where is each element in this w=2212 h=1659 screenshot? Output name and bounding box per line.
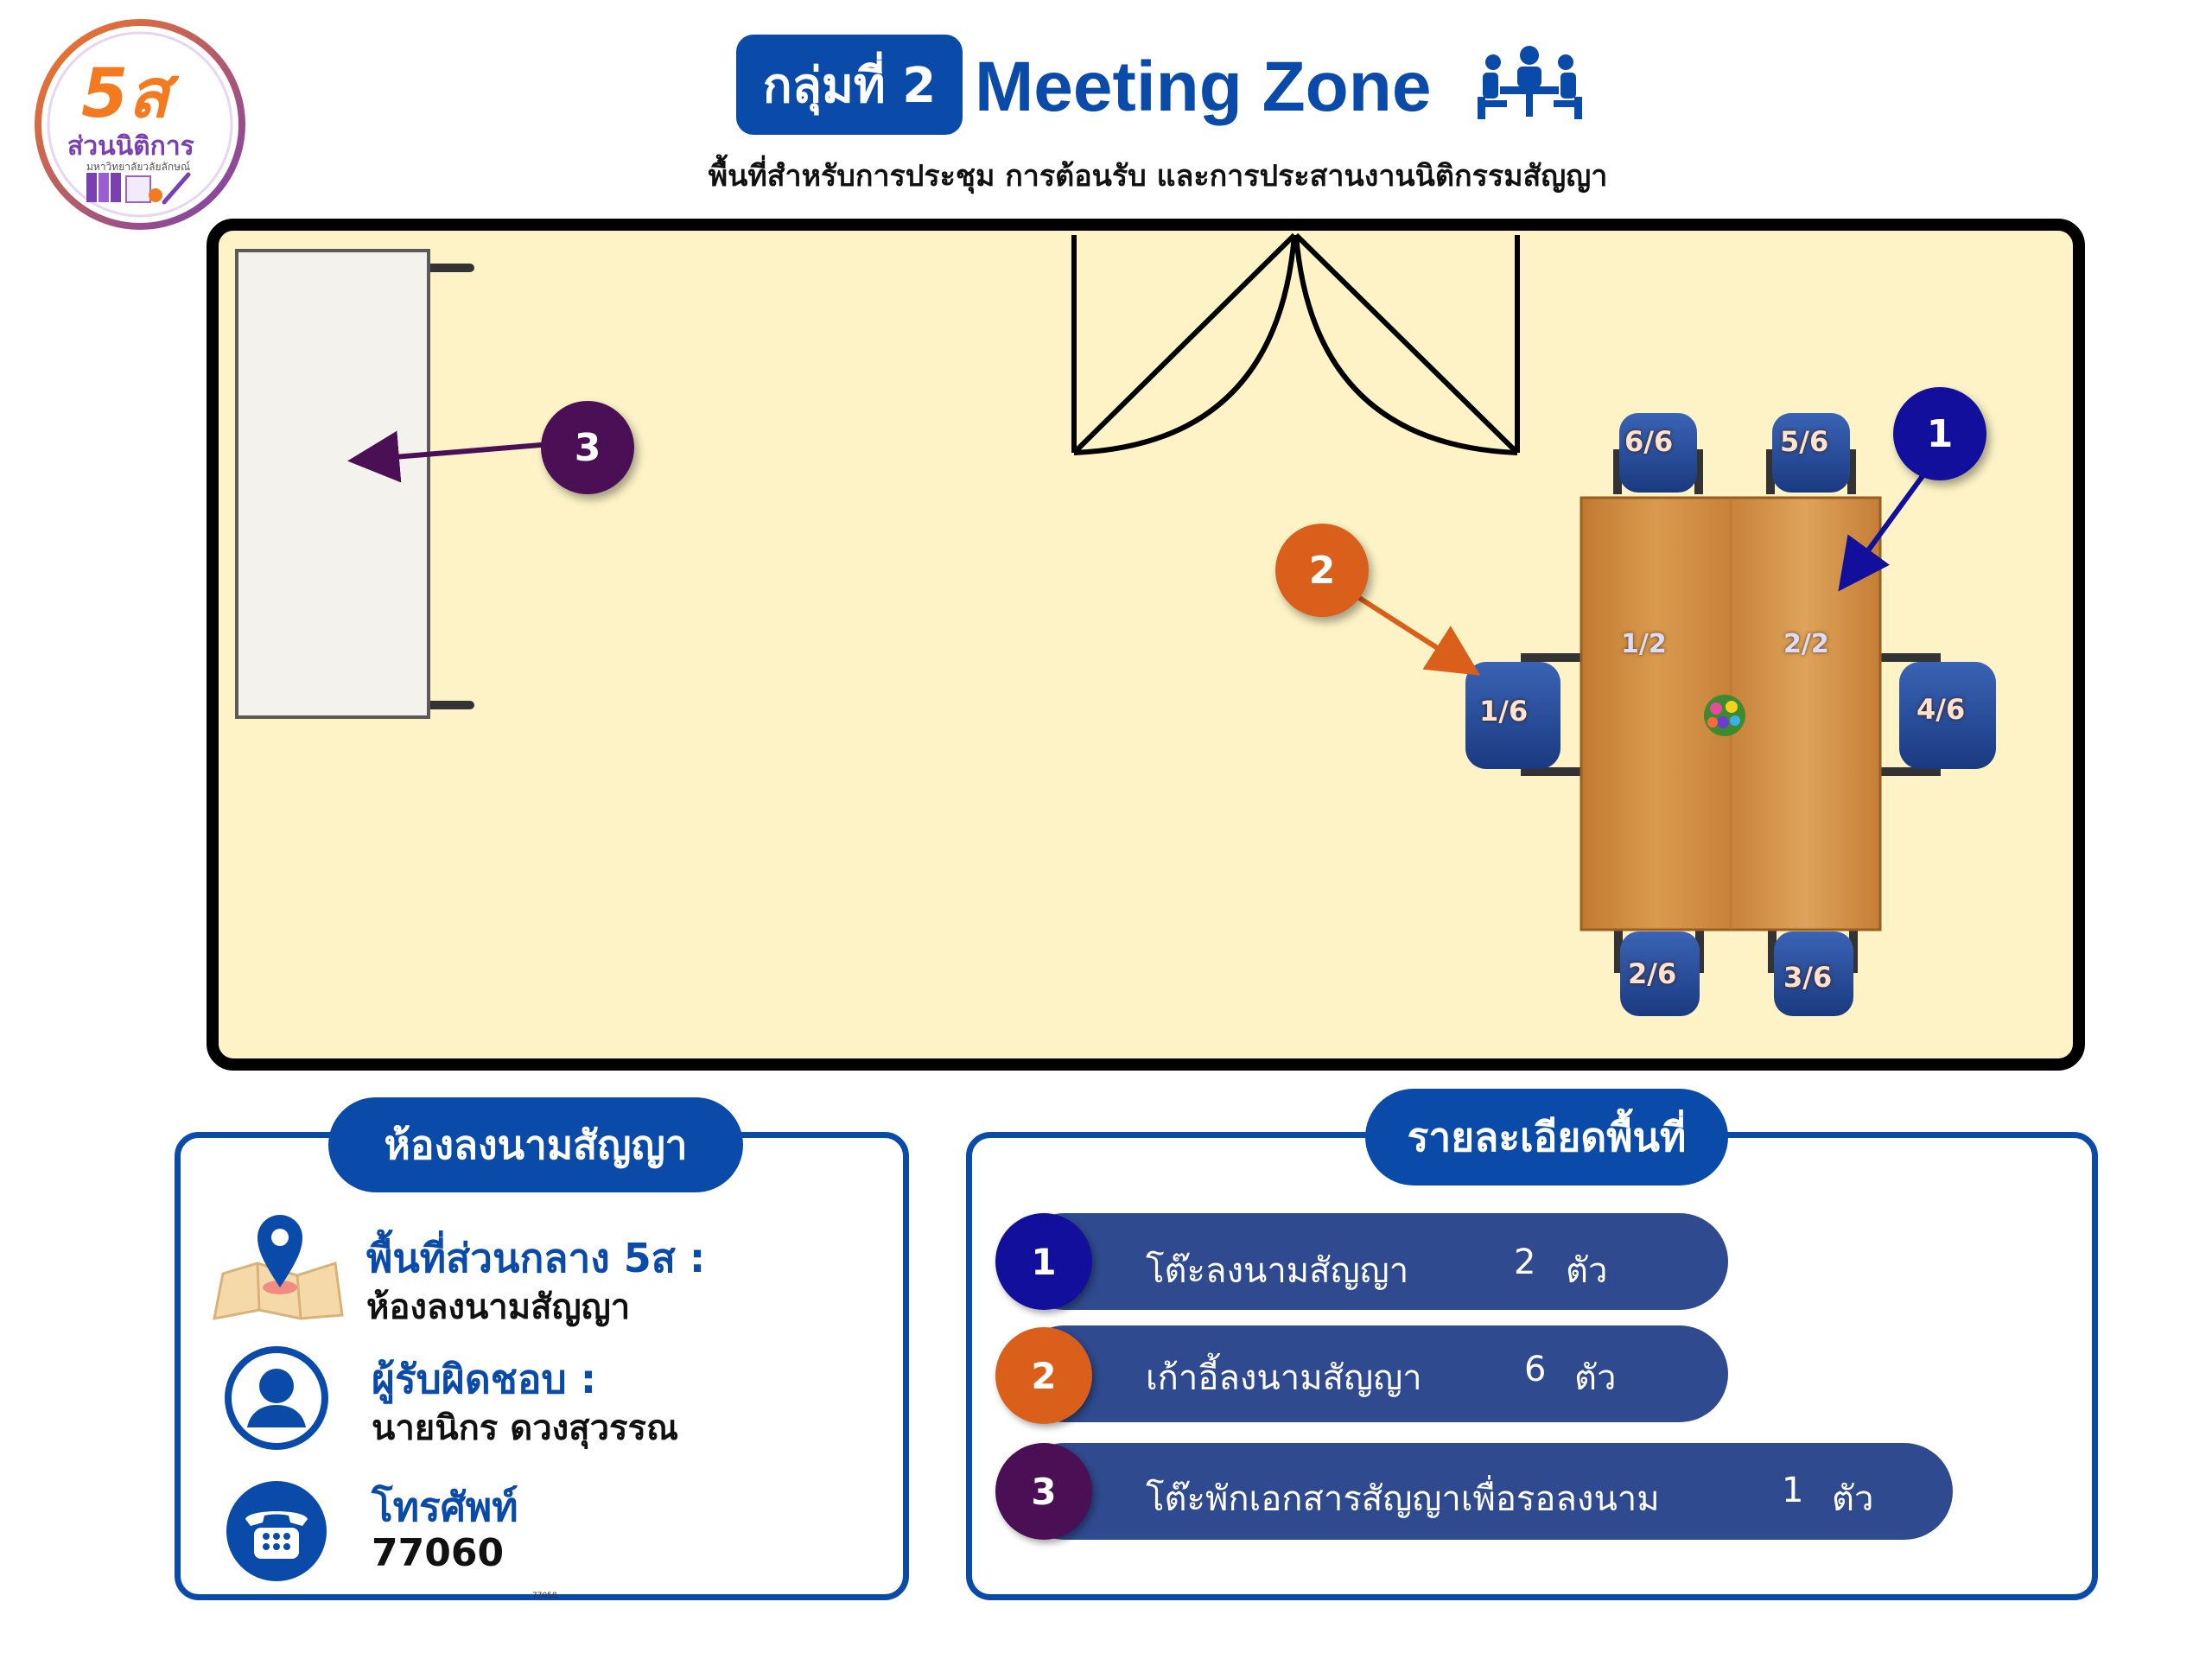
detail-item-3-unit: ตัว (1832, 1479, 1874, 1519)
detail-item-2-count: 6 (1524, 1350, 1547, 1389)
double-door (1071, 232, 1520, 455)
detail-item-1-number: 1 (995, 1213, 1092, 1310)
detail-item-3: โต๊ะพักเอกสารสัญญาเพื่อรอลงนาม 1 ตัว (1016, 1443, 1953, 1540)
phone-value: 77060 (372, 1531, 505, 1575)
document-table (235, 249, 474, 719)
area-details-title: รายละเอียดพื้นที่ (1365, 1089, 1728, 1185)
logo: 5ส ส่วนนิติการ มหาวิทยาลัยวลัยลักษณ์ (33, 17, 247, 232)
location-heading: พื้นที่ส่วนกลาง 5ส : (366, 1235, 706, 1281)
user-icon (223, 1344, 330, 1452)
chair-2-6 (1614, 930, 1704, 1016)
zone-title: Meeting Zone (975, 48, 1432, 126)
detail-item-1: โต๊ะลงนามสัญญา 2 ตัว (1016, 1213, 1728, 1310)
callout-2: 2 (1275, 524, 1369, 617)
chair-label-1-6: 1/6 (1479, 695, 1529, 728)
logo-big-text: 5ส (81, 55, 169, 133)
chair-3-6 (1768, 930, 1858, 1016)
detail-item-2-unit: ตัว (1574, 1358, 1617, 1398)
location-value: ห้องลงนามสัญญา (366, 1287, 631, 1327)
logo-name: ส่วนนิติการ (67, 131, 194, 162)
map-pin-icon (211, 1208, 347, 1320)
chair-4-6 (1880, 653, 1996, 776)
chair-6-6 (1613, 413, 1703, 494)
callout-1: 1 (1893, 387, 1986, 480)
chair-label-3-6: 3/6 (1783, 961, 1833, 994)
detail-item-2: เก้าอี้ลงนามสัญญา 6 ตัว (1016, 1325, 1728, 1422)
group-label: กลุ่มที่ 2 (736, 35, 963, 135)
table-label-2-2: 2/2 (1783, 629, 1829, 659)
detail-item-3-number: 3 (995, 1443, 1092, 1540)
meeting-icon (1474, 43, 1586, 123)
room-info-title: ห้องลงนามสัญญา (328, 1097, 743, 1192)
chair-5-6 (1766, 413, 1856, 494)
chair-label-5-6: 5/6 (1780, 425, 1829, 458)
chair-label-6-6: 6/6 (1624, 425, 1674, 458)
detail-item-2-number: 2 (995, 1327, 1092, 1424)
tiny-note: 77058 (532, 1592, 557, 1600)
table-label-1-2: 1/2 (1621, 629, 1667, 659)
detail-item-2-label: เก้าอี้ลงนามสัญญา (1146, 1358, 1422, 1398)
phone-icon (223, 1478, 330, 1585)
subtitle: พื้นที่สำหรับการประชุม การต้อนรับ และการ… (708, 159, 1608, 194)
owner-value: นายนิกร ดวงสุวรรณ (372, 1408, 679, 1448)
detail-item-3-count: 1 (1782, 1471, 1804, 1510)
detail-item-1-unit: ตัว (1566, 1251, 1608, 1291)
phone-heading: โทรศัพท์ (372, 1484, 518, 1530)
detail-item-1-count: 2 (1514, 1243, 1536, 1282)
chair-1-6 (1465, 653, 1581, 776)
detail-item-1-label: โต๊ะลงนามสัญญา (1146, 1251, 1409, 1291)
logo-sub: มหาวิทยาลัยวลัยลักษณ์ (86, 161, 191, 173)
flower-vase (1704, 695, 1745, 736)
detail-item-3-label: โต๊ะพักเอกสารสัญญาเพื่อรอลงนาม (1146, 1479, 1660, 1519)
callout-3: 3 (541, 401, 634, 494)
chair-label-4-6: 4/6 (1916, 693, 1966, 726)
floorplan: 1 2 3 6/6 5/6 1/6 4/6 2/6 3/6 1/2 2/2 (206, 218, 2086, 1071)
owner-heading: ผู้รับผิดชอบ : (372, 1356, 597, 1402)
chair-label-2-6: 2/6 (1628, 957, 1677, 990)
